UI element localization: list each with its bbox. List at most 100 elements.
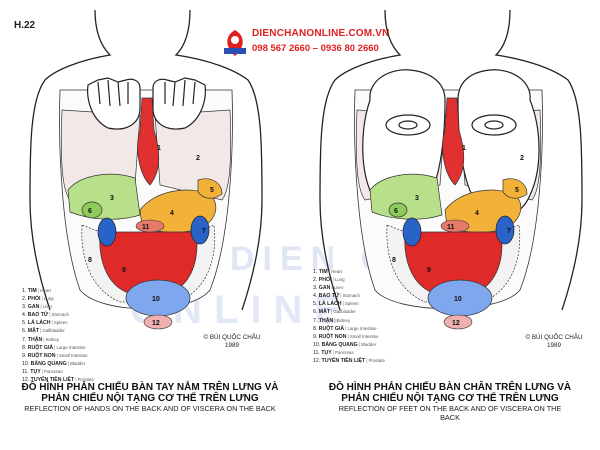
legend-organ-en: Heart	[40, 288, 51, 293]
hand-right-icon	[152, 77, 206, 130]
caption-vn-line-2: PHẢN CHIẾU NỘI TẠNG CƠ THỂ TRÊN LƯNG	[341, 393, 559, 404]
legend-separator: |	[331, 285, 333, 292]
legend-separator: |	[75, 377, 77, 384]
legend-separator: |	[54, 344, 56, 351]
legend-item: 3. GAN|Liver	[313, 284, 385, 292]
legend-number: 5.	[313, 301, 318, 308]
prostate-region	[443, 314, 473, 330]
legend-number: 12.	[313, 358, 321, 365]
legend-organ-vn: PHỔI	[318, 277, 332, 284]
legend-organ-vn: BÀNG QUANG	[321, 341, 358, 348]
legend-organ-en: Lung	[334, 277, 345, 283]
legend-number: 7.	[22, 336, 27, 343]
legend-separator: |	[40, 328, 42, 335]
caption-hands: ĐỒ HÌNH PHẢN CHIẾU BÀN TAY NẮM TRÊN LƯNG…	[5, 382, 295, 413]
pancreas-region	[440, 219, 470, 233]
legend-organ-vn: GAN	[318, 285, 331, 292]
legend-item: 12. TUYẾN TIỀN LIỆT|Prostate	[22, 376, 94, 384]
legend-item: 10. BÀNG QUANG|Bladder	[313, 341, 385, 349]
organ-number: 1	[157, 145, 161, 152]
legend-organ-vn: TIM	[27, 288, 37, 294]
organ-number: 11	[142, 224, 150, 231]
legend-organ-vn: MẬT	[27, 328, 40, 335]
legend-separator: |	[340, 293, 342, 300]
legend-separator: |	[41, 296, 43, 303]
legend-number: 9.	[22, 352, 27, 359]
organ-number: 7	[202, 228, 206, 235]
legend-organ-en: Spleen	[344, 301, 359, 307]
organ-number: 4	[475, 210, 479, 217]
organ-number: 12	[152, 320, 160, 327]
legend-number: 4.	[313, 293, 318, 300]
legend-organ-vn: RUỘT GIÀ	[318, 325, 345, 332]
legend-number: 3.	[22, 304, 27, 311]
caption-vn-line-1: ĐỒ HÌNH PHẢN CHIẾU BÀN TAY NẮM TRÊN LƯNG…	[21, 382, 279, 393]
legend-organ-vn: RUỘT NON	[27, 352, 56, 359]
pancreas-region	[135, 219, 165, 233]
heart-region	[137, 97, 160, 186]
legend-organ-vn: RUỘT GIÀ	[27, 344, 54, 351]
legend-separator: |	[43, 336, 45, 343]
legend-organ-en: Liver	[42, 304, 53, 310]
legend-number: 7.	[313, 317, 318, 324]
legend-organ-vn: THẬN	[27, 336, 43, 343]
gallbladder-region	[388, 202, 408, 218]
kidney-right-region	[190, 215, 210, 245]
legend-organ-en: Bladder	[70, 360, 86, 366]
organ-number: 2	[520, 155, 524, 162]
legend-item: 2. PHỔI|Lung	[22, 295, 94, 303]
legend-organ-vn: MẬT	[318, 309, 331, 316]
prostate-region	[143, 314, 173, 330]
legend-item: 2. PHỔI|Lung	[313, 276, 385, 284]
caption-en-line-2: BACK	[440, 413, 460, 422]
legend-organ-vn: RUỘT NON	[318, 333, 347, 340]
legend-number: 2.	[22, 296, 27, 303]
legend-organ-en: Pancreas	[44, 368, 63, 374]
legend-item: 10. BÀNG QUANG|Bladder	[22, 360, 94, 368]
legend-number: 8.	[313, 325, 318, 332]
author-credit-right: © BÙI QUỐC CHÂU 1989	[519, 334, 589, 350]
author-credit-left: © BÙI QUỐC CHÂU 1989	[197, 334, 267, 350]
organ-number: 4	[170, 210, 174, 217]
legend-number: 5.	[22, 320, 27, 327]
legend-item: 11. TỤY|Pancreas	[22, 368, 94, 376]
legend-separator: |	[331, 309, 333, 316]
legend-separator: |	[37, 288, 40, 294]
caption-en-line-1: REFLECTION OF FEET ON THE BACK AND OF VI…	[338, 404, 562, 413]
brand-phone: 098 567 2660 – 0936 80 2660	[252, 43, 379, 54]
legend-number: 1.	[313, 269, 318, 275]
legend-organ-vn: TIM	[318, 269, 328, 275]
organ-number: 6	[394, 208, 398, 215]
legend-number: 4.	[22, 312, 27, 319]
organ-number: 10	[454, 296, 462, 303]
legend-separator: |	[366, 358, 368, 365]
organ-number: 8	[88, 257, 92, 264]
legend-separator: |	[334, 317, 336, 324]
legend-organ-en: Pancreas	[335, 349, 354, 355]
legend-number: 8.	[22, 344, 27, 351]
legend-separator: |	[49, 312, 51, 319]
legend-organ-vn: LÁ LÁCH	[318, 301, 342, 308]
legend-separator: |	[67, 360, 70, 367]
spleen-region	[502, 178, 528, 199]
organ-number: 2	[196, 155, 200, 162]
organ-number: 9	[427, 267, 431, 274]
legend-item: 6. MẬT|Gallbladder	[22, 327, 94, 335]
spleen-region	[197, 178, 223, 199]
heart-region	[442, 97, 465, 186]
legend-organ-vn: BAO TỬ	[27, 312, 49, 319]
legend-organ-vn: BÀNG QUANG	[30, 360, 67, 367]
legend-number: 3.	[313, 285, 318, 292]
kidney-right-region	[495, 215, 515, 245]
legend-organ-vn: TUYẾN TIỀN LIỆT	[30, 377, 75, 384]
legend-organ-en: Heart	[331, 269, 342, 274]
caption-vn-line-2: PHẢN CHIẾU NỘI TẠNG CƠ THỂ TRÊN LƯNG	[41, 393, 259, 404]
organ-number: 11	[447, 224, 455, 231]
legend-number: 6.	[22, 328, 27, 335]
page-code: H.22	[14, 20, 36, 31]
caption-vn-line-1: ĐỒ HÌNH PHẢN CHIẾU BÀN CHÂN TRÊN LƯNG VÀ	[328, 382, 572, 393]
legend-organ-en: Bladder	[361, 341, 377, 347]
legend-organ-vn: TUYẾN TIỀN LIỆT	[321, 358, 366, 365]
organ-number: 1	[462, 145, 466, 152]
